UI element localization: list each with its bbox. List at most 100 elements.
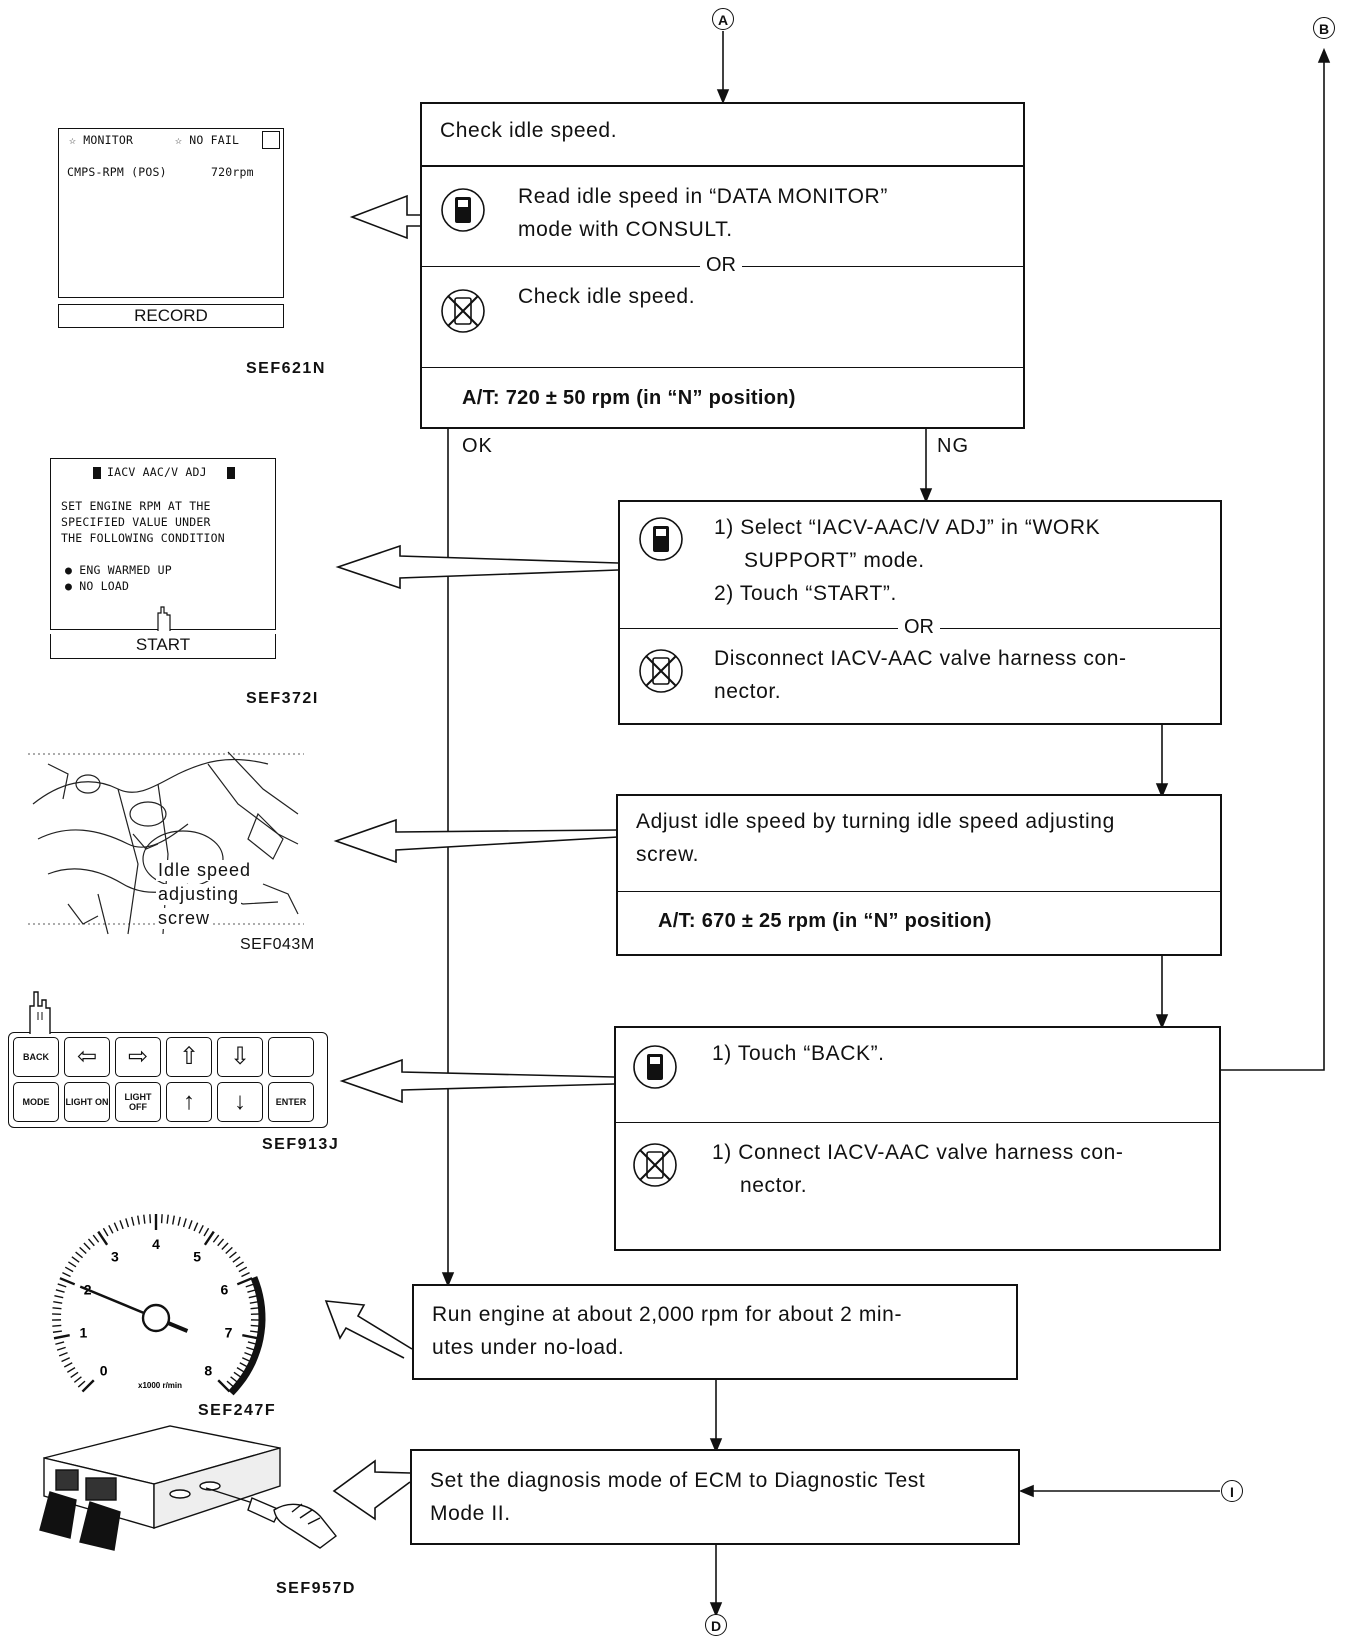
box4-consult: 1) Touch “BACK”. bbox=[712, 1042, 885, 1065]
tacho-tick bbox=[198, 1225, 204, 1234]
no-consult-icon bbox=[633, 1143, 677, 1187]
tacho-tick bbox=[66, 1367, 76, 1373]
fig1-code: SEF621N bbox=[246, 360, 326, 377]
no-consult-icon bbox=[639, 649, 683, 693]
tacho-tick bbox=[193, 1222, 199, 1232]
keypad-key: ⇨ bbox=[115, 1037, 161, 1077]
keypad-key: ⇩ bbox=[217, 1037, 263, 1077]
keypad-key: MODE bbox=[13, 1082, 59, 1122]
tacho-tick bbox=[188, 1220, 193, 1230]
fig1-row-value: 720rpm bbox=[211, 165, 254, 179]
tacho-tick bbox=[233, 1371, 242, 1379]
box1-divider-1 bbox=[422, 165, 1023, 167]
box6-line2: Mode II. bbox=[430, 1502, 511, 1525]
fig6-code: SEF957D bbox=[276, 1580, 356, 1597]
marker-a: A bbox=[712, 8, 734, 30]
box4-noconsult-line2: nector. bbox=[740, 1174, 808, 1197]
tacho-tick bbox=[52, 1330, 62, 1333]
tacho-tick bbox=[59, 1277, 76, 1286]
fig3-label1: Idle speed bbox=[156, 860, 254, 881]
tacho-label: 3 bbox=[111, 1248, 119, 1264]
tacho-tick bbox=[64, 1266, 74, 1273]
tacho-tick bbox=[52, 1307, 62, 1310]
fig2-code: SEF372I bbox=[246, 690, 319, 707]
tacho-tick bbox=[250, 1307, 260, 1310]
tacho-tick bbox=[119, 1220, 124, 1230]
tacho-tick bbox=[249, 1301, 259, 1304]
fig2-title-block-left bbox=[93, 467, 101, 479]
box4-noconsult-line1: 1) Connect IACV-AAC valve harness con- bbox=[712, 1141, 1124, 1164]
tacho-tick bbox=[71, 1256, 80, 1263]
tacho-tick bbox=[203, 1227, 210, 1237]
fig2-line2: SPECIFIED VALUE UNDER bbox=[61, 515, 211, 529]
tacho-tick bbox=[108, 1225, 114, 1234]
iacv-adj-box: 1) Select “IACV-AAC/V ADJ” in “WORK SUPP… bbox=[618, 500, 1222, 725]
run-engine-box: Run engine at about 2,000 rpm for about … bbox=[412, 1284, 1018, 1380]
fig5-code: SEF247F bbox=[198, 1402, 277, 1419]
tacho-tick bbox=[77, 1380, 86, 1388]
tacho-tick bbox=[241, 1357, 251, 1363]
tacho-tick bbox=[217, 1379, 231, 1393]
diagnosis-mode-box: Set the diagnosis mode of ECM to Diagnos… bbox=[410, 1449, 1020, 1545]
tacho-hub bbox=[141, 1303, 171, 1333]
tacho-label: 7 bbox=[225, 1324, 233, 1340]
fig3-label2: adjusting bbox=[156, 884, 242, 905]
ok-label: OK bbox=[462, 435, 493, 457]
tacho-label: 8 bbox=[204, 1362, 212, 1378]
box1-spec: A/T: 720 ± 50 rpm (in “N” position) bbox=[462, 387, 796, 409]
check-idle-speed-box: Check idle speed. Read idle speed in “DA… bbox=[420, 102, 1025, 429]
box2-or: OR bbox=[898, 616, 940, 639]
fig2-title: IACV AAC/V ADJ bbox=[107, 465, 207, 479]
iacv-adj-screen: IACV AAC/V ADJ SET ENGINE RPM AT THE SPE… bbox=[50, 458, 276, 631]
box2-noconsult-line2: nector. bbox=[714, 680, 782, 703]
box2-step2: 2) Touch “START”. bbox=[714, 582, 897, 605]
tacho-tick bbox=[212, 1234, 220, 1243]
fig2-title-block-right bbox=[227, 467, 235, 479]
tacho-unit: x1000 r/min bbox=[138, 1381, 182, 1390]
tacho-tick bbox=[55, 1341, 65, 1345]
tachometer-illustration: 012345678x1000 r/min bbox=[52, 1214, 266, 1396]
tacho-tick bbox=[203, 1230, 215, 1246]
tacho-tick bbox=[52, 1324, 62, 1327]
fig2-bullet2: ● NO LOAD bbox=[65, 579, 130, 593]
tacho-tick bbox=[113, 1222, 119, 1232]
tacho-tick bbox=[241, 1271, 250, 1278]
tacho-label: 6 bbox=[220, 1282, 228, 1298]
tacho-tick bbox=[182, 1218, 187, 1228]
tacho-tick bbox=[54, 1295, 64, 1299]
keypad-key: ENTER bbox=[268, 1082, 314, 1122]
pointing-hand-icon bbox=[157, 606, 171, 631]
box3-divider bbox=[618, 891, 1220, 892]
tacho-tick bbox=[57, 1283, 67, 1288]
tacho-tick bbox=[236, 1277, 253, 1286]
tacho-tick bbox=[81, 1379, 95, 1393]
keypad-key: ⇦ bbox=[64, 1037, 110, 1077]
tacho-tick bbox=[247, 1341, 257, 1345]
tacho-tick bbox=[125, 1218, 130, 1228]
tacho-label: 5 bbox=[193, 1248, 201, 1264]
tacho-tick bbox=[143, 1214, 146, 1224]
fig1-checkbox bbox=[262, 131, 280, 149]
tacho-tick bbox=[68, 1261, 77, 1268]
tacho-tick bbox=[79, 1246, 87, 1255]
tacho-tick bbox=[239, 1362, 249, 1368]
tacho-tick bbox=[70, 1371, 79, 1379]
tacho-tick bbox=[131, 1216, 135, 1226]
tacho-tick bbox=[177, 1216, 181, 1226]
tacho-tick bbox=[250, 1324, 260, 1327]
tacho-tick bbox=[55, 1289, 65, 1293]
fig3-label3: screw bbox=[156, 908, 213, 929]
tacho-label: 0 bbox=[100, 1362, 108, 1378]
tacho-tick bbox=[53, 1301, 63, 1304]
adjust-idle-box: Adjust idle speed by turning idle speed … bbox=[616, 794, 1222, 956]
tacho-tick bbox=[242, 1333, 259, 1340]
tacho-tick bbox=[53, 1333, 70, 1340]
fig1-monitor: ☆ MONITOR bbox=[69, 133, 134, 147]
box1-title: Check idle speed. bbox=[440, 119, 618, 142]
tacho-tick bbox=[166, 1214, 169, 1224]
box5-line1: Run engine at about 2,000 rpm for about … bbox=[432, 1303, 903, 1326]
marker-b: B bbox=[1313, 17, 1335, 39]
record-button: RECORD bbox=[58, 304, 284, 328]
